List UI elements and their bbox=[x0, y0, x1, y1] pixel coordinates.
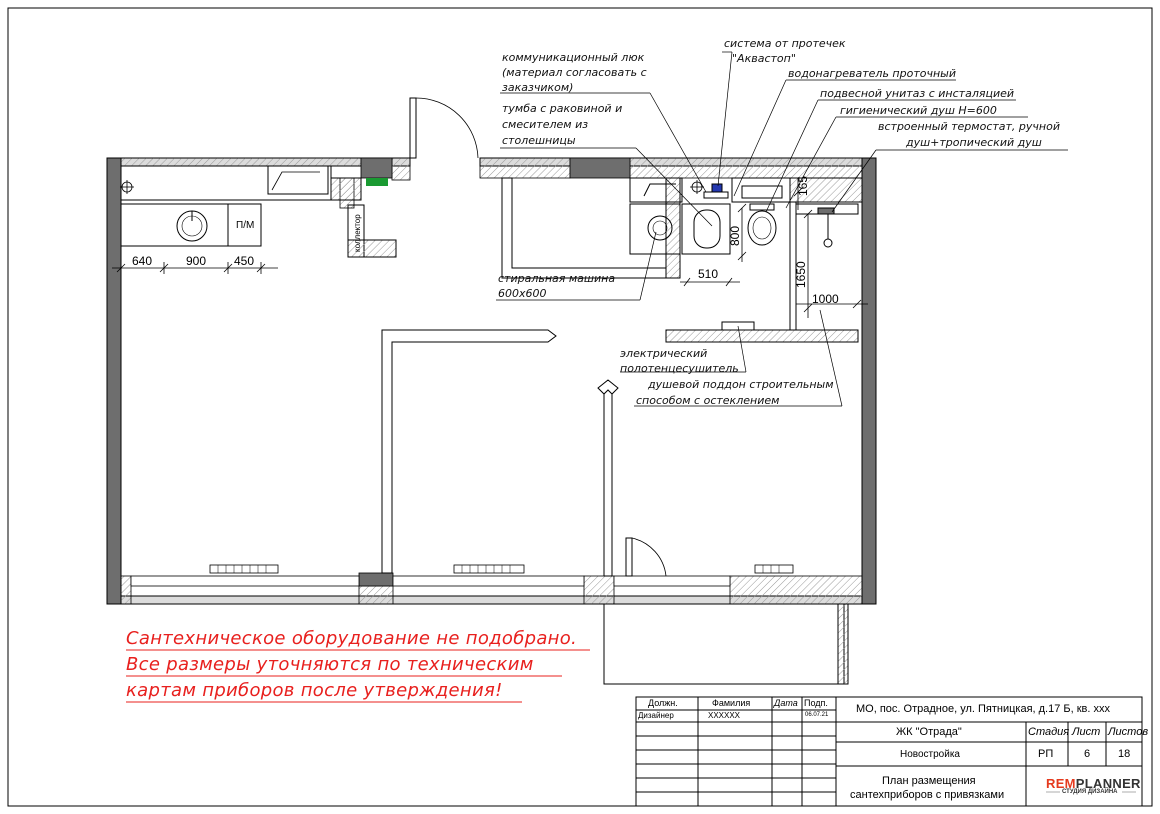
tb-sheet: 6 bbox=[1084, 748, 1091, 760]
warning-line3: картам приборов после утверждения! bbox=[126, 680, 503, 701]
dim-640: 640 bbox=[132, 254, 153, 268]
note-aquastop-line1: система от протечек bbox=[724, 37, 846, 50]
tb-sheets-header: Листов bbox=[1108, 726, 1149, 738]
logo-planner: PLANNER bbox=[1075, 776, 1141, 791]
tb-col-date: Дата bbox=[774, 698, 798, 708]
tb-sheets: 18 bbox=[1118, 748, 1131, 760]
tb-stage: РП bbox=[1038, 748, 1054, 760]
note-washer-line2: 600х600 bbox=[498, 287, 547, 300]
warning-line1: Сантехническое оборудование не подобрано… bbox=[126, 628, 578, 649]
dim-900: 900 bbox=[186, 254, 207, 268]
wall-left bbox=[106, 157, 122, 605]
kitchen-dimension-line bbox=[112, 262, 278, 274]
tb-drawing-line1: План размещения bbox=[882, 775, 976, 787]
tb-address: МО, пос. Отрадное, ул. Пятницкая, д.17 Б… bbox=[856, 703, 1111, 715]
kitchen bbox=[120, 203, 262, 247]
note-heater: водонагреватель проточный bbox=[788, 67, 956, 80]
dim-165: 165 bbox=[796, 175, 810, 196]
note-tray-line2: способом с остеклением bbox=[636, 394, 780, 407]
tb-col-surname: Фамилия bbox=[712, 698, 751, 708]
wall-right bbox=[861, 157, 877, 605]
dim-510: 510 bbox=[698, 267, 719, 281]
radiator-fins bbox=[217, 565, 780, 573]
note-washer-line1: стиральная машина bbox=[498, 272, 616, 285]
logo: REMPLANNER bbox=[1046, 776, 1141, 791]
crosshair-marks bbox=[120, 180, 704, 194]
note-tray-line1: душевой поддон строительным bbox=[648, 378, 834, 391]
note-aquastop-line2: "Аквастоп" bbox=[732, 52, 796, 65]
entry-door bbox=[409, 97, 479, 159]
note-toilet: подвесной унитаз с инсталяцией bbox=[820, 87, 1015, 100]
tb-stage-header: Стадия bbox=[1028, 726, 1070, 738]
windows-and-radiators bbox=[130, 564, 794, 587]
note-towel-line2: полотенцесушитель bbox=[620, 362, 739, 375]
tb-col-position: Должн. bbox=[648, 698, 678, 708]
tb-name: XXXXXX bbox=[708, 711, 741, 720]
note-vanity-line3: столешницы bbox=[502, 134, 576, 147]
title-block-grid bbox=[635, 696, 1143, 807]
balcony bbox=[603, 537, 849, 685]
fridge-label: П/М bbox=[236, 220, 255, 231]
bathroom-dimension-lines bbox=[680, 178, 868, 318]
tb-col-sign: Подп. bbox=[804, 698, 828, 708]
tb-role: Дизайнер bbox=[638, 711, 674, 720]
note-hatch-line2: (материал согласовать с bbox=[502, 66, 647, 79]
dim-1000: 1000 bbox=[812, 292, 839, 306]
tb-drawing-line2: сантехприборов с привязками bbox=[850, 789, 1005, 801]
dark-columns bbox=[358, 157, 631, 587]
dim-1650: 1650 bbox=[794, 261, 808, 288]
tb-sheet-header: Лист bbox=[1072, 726, 1101, 738]
interior-partitions bbox=[381, 329, 619, 577]
note-hatch-line3: заказчиком) bbox=[502, 81, 574, 94]
sheet-frame bbox=[7, 7, 1153, 807]
tb-complex: ЖК "Отрада" bbox=[896, 726, 962, 738]
tb-date: 06.07.21 bbox=[805, 712, 829, 718]
collector-label: коллектор bbox=[353, 214, 362, 252]
note-towel-line1: электрический bbox=[620, 347, 708, 360]
logo-rem: REM bbox=[1046, 776, 1076, 791]
tb-building-type: Новостройка bbox=[900, 749, 960, 760]
logo-subtitle: СТУДИЯ ДИЗАЙНА bbox=[1062, 789, 1118, 795]
bathroom-walls bbox=[501, 177, 863, 343]
note-thermostat-line2: душ+тропический душ bbox=[906, 136, 1042, 149]
dim-450: 450 bbox=[234, 254, 255, 268]
note-thermostat-line1: встроенный термостат, ручной bbox=[878, 120, 1060, 133]
collector-green bbox=[366, 178, 388, 186]
note-vanity-line2: смесителем из bbox=[502, 118, 589, 131]
note-hatch-line1: коммуникационный люк bbox=[502, 51, 645, 64]
entry-niche bbox=[120, 165, 397, 258]
note-hygienic: гигиенический душ Н=600 bbox=[840, 104, 997, 117]
note-vanity-line1: тумба с раковиной и bbox=[502, 102, 623, 115]
warning-line2: Все размеры уточняются по техническим bbox=[126, 654, 534, 675]
dim-800: 800 bbox=[728, 225, 742, 246]
leader-lines bbox=[496, 51, 1068, 407]
